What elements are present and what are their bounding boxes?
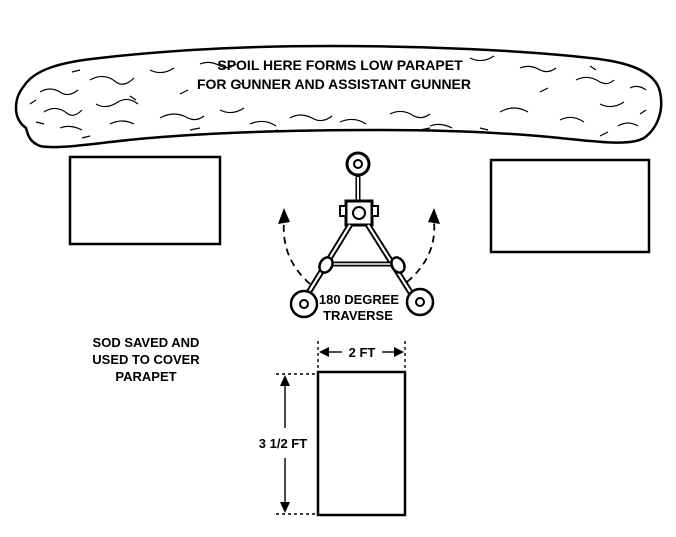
left-side-hole [68, 155, 222, 246]
traverse-arcs [282, 221, 436, 285]
traverse-arc-left [282, 221, 311, 285]
traverse-arrowhead-left [278, 208, 290, 224]
traverse-label-line1: 180 DEGREE [319, 292, 400, 307]
length-arrow-bottom [280, 502, 290, 513]
length-dimension [276, 373, 316, 515]
tripod-gun-top-view [289, 151, 435, 319]
traverse-arc-right [406, 221, 436, 283]
length-arrow-top [280, 375, 290, 386]
length-dimension-label: 3 1/2 FT [259, 436, 307, 451]
spoil-parapet [14, 44, 663, 149]
sod-label-line1: SOD SAVED AND [93, 335, 200, 350]
width-arrow-left [319, 347, 329, 357]
spoil-mound-outline [14, 44, 663, 149]
spoil-texture [29, 55, 647, 139]
traverse-label-line2: TRAVERSE [323, 308, 393, 323]
spoil-label-line2: FOR GUNNER AND ASSISTANT GUNNER [197, 76, 471, 92]
spoil-label-line1: SPOIL HERE FORMS LOW PARAPET [217, 57, 463, 73]
width-arrow-right [394, 347, 404, 357]
right-side-hole [489, 158, 651, 254]
traverse-arrowhead-right [428, 208, 440, 224]
center-hole [316, 370, 407, 517]
width-dimension-label: 2 FT [349, 345, 376, 360]
sod-label-line2: USED TO COVER [92, 352, 200, 367]
sod-label-line3: PARAPET [115, 369, 176, 384]
